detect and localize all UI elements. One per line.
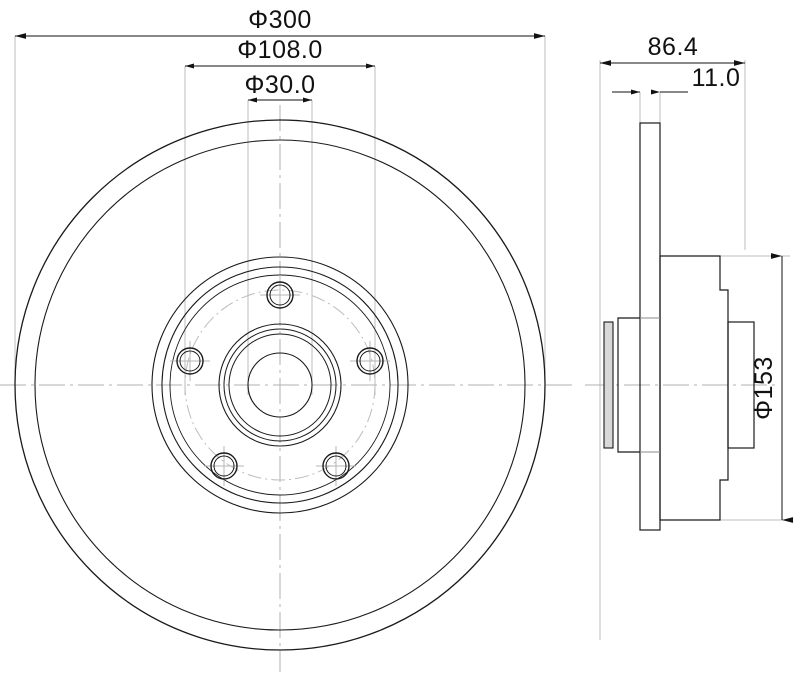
bolt-hole-lower-right — [316, 446, 356, 486]
bolt-hole-upper-right — [350, 341, 390, 381]
hub-boss-inner-circle — [228, 333, 332, 437]
dimension-label-phi30: Φ30.0 — [244, 71, 315, 99]
dimension-label-phi108: Φ108.0 — [237, 36, 323, 64]
dimension-label-phi153: Φ153 — [750, 356, 778, 420]
hub-body-section — [659, 255, 729, 521]
bolt-pitch-circle-line — [184, 289, 376, 481]
bolt-hole-top — [260, 275, 300, 315]
dimension-label-phi300: Φ300 — [248, 6, 312, 34]
bolt-pitch-circle — [184, 289, 376, 481]
friction-surface-outer-circle — [34, 139, 526, 631]
bolt-hole-outer — [356, 347, 384, 375]
bolt-hole-outer — [176, 347, 204, 375]
dimension-bolt-circle: Φ108.0 — [185, 36, 375, 69]
seal-ring-section — [603, 321, 614, 449]
front-view-disc — [14, 119, 546, 651]
bolt-hole-lower-left — [204, 446, 244, 486]
friction-surface-inner-circle — [151, 256, 409, 514]
dimension-label-11-0: 11.0 — [692, 64, 741, 92]
disc-outer-edge-circle — [14, 119, 546, 651]
bolt-hole-inner — [179, 350, 201, 372]
front-view-centrelines — [0, 105, 575, 672]
bearing-boss-section — [727, 321, 755, 449]
disc-plate-section — [639, 122, 661, 531]
centre-bore-circle — [247, 352, 313, 418]
bolt-hole-outer — [210, 452, 238, 480]
bolt-hole-group — [170, 275, 390, 486]
hub-flange-outer-circle — [161, 266, 399, 504]
bolt-hole-outer — [322, 452, 350, 480]
hub-neck-section — [617, 317, 640, 453]
bolt-hole-inner — [269, 284, 291, 306]
hub-boss-mid-circle — [223, 328, 337, 442]
dimension-overall-width: 86.4 — [600, 33, 745, 66]
bolt-hole-upper-left — [170, 341, 210, 381]
dimension-label-86-4: 86.4 — [648, 33, 699, 61]
hub-boss-outer-circle — [218, 323, 342, 447]
dimension-disc-thickness: 11.0 — [612, 64, 741, 95]
bolt-hole-inner — [325, 455, 347, 477]
front-view-hub-boss — [218, 323, 342, 447]
side-view-section-profile — [603, 122, 755, 531]
front-view-extension-lines — [14, 36, 546, 395]
bolt-hole-inner — [359, 350, 381, 372]
bolt-hole-outer — [266, 281, 294, 309]
dimension-hub-diameter: Φ153 — [750, 253, 793, 523]
dimension-outer-diameter: Φ300 — [15, 6, 545, 39]
bolt-hole-inner — [213, 455, 235, 477]
dimension-centre-bore: Φ30.0 — [244, 71, 315, 103]
side-view-extension-lines — [599, 60, 790, 640]
